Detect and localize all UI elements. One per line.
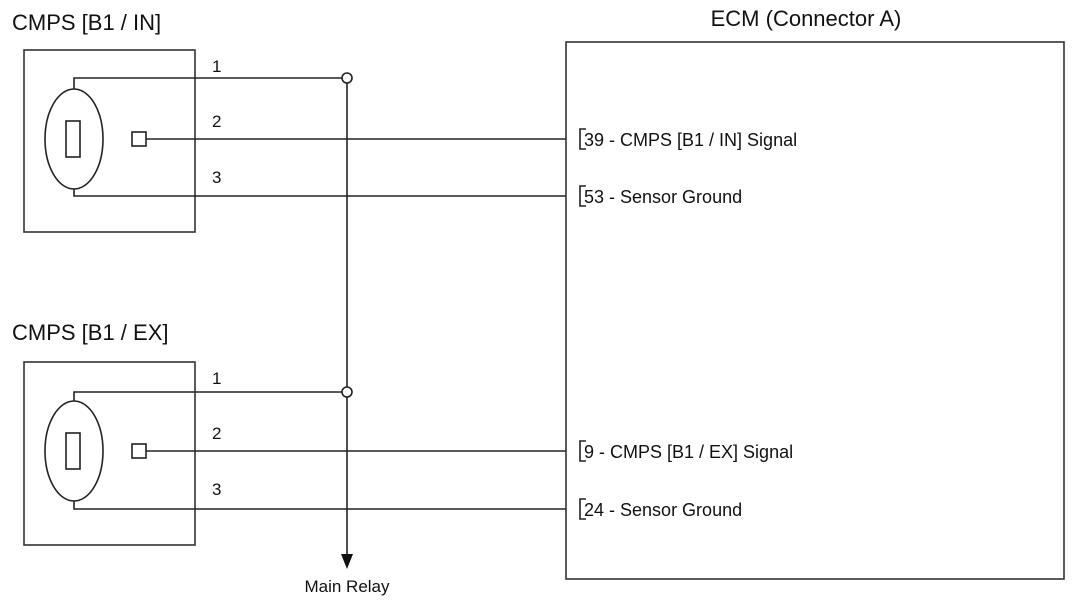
ecm-terminal-24-label: 24 - Sensor Ground xyxy=(584,500,742,520)
ecm-terminal-9-label: 9 - CMPS [B1 / EX] Signal xyxy=(584,442,793,462)
sensor-1-pin-2: 2 xyxy=(212,112,221,131)
ecm-terminal-9-bracket xyxy=(579,440,586,462)
main-relay-label: Main Relay xyxy=(304,577,390,596)
sensor-1-pin-1: 1 xyxy=(212,57,221,76)
sensor-cmps-b1-in: CMPS [B1 / IN] 1 2 3 xyxy=(12,10,580,233)
sensor-2-title: CMPS [B1 / EX] xyxy=(12,320,169,345)
sensor-2-core xyxy=(65,432,81,470)
main-relay-feed: Main Relay xyxy=(304,83,390,596)
sensor-1-pin-1-wire xyxy=(73,77,346,89)
sensor-1-title: CMPS [B1 / IN] xyxy=(12,10,161,35)
sensor-2-pin-3: 3 xyxy=(212,480,221,499)
ecm-terminal-53-bracket xyxy=(579,185,586,207)
sensor-1-splice-node xyxy=(341,72,353,84)
sensor-2-pin-1-wire xyxy=(73,391,346,401)
sensor-2-pin2-terminal xyxy=(131,443,147,459)
main-relay-arrow xyxy=(341,554,353,569)
sensor-2-pin-2: 2 xyxy=(212,424,221,443)
ecm-title: ECM (Connector A) xyxy=(711,6,902,31)
ecm-terminal-39-label: 39 - CMPS [B1 / IN] Signal xyxy=(584,130,797,150)
sensor-1-pin-3: 3 xyxy=(212,168,221,187)
sensor-cmps-b1-ex: CMPS [B1 / EX] 1 2 3 xyxy=(12,320,580,546)
ecm-box xyxy=(565,41,1065,580)
ecm-terminal-39-bracket xyxy=(579,128,586,150)
sensor-1-pin2-terminal xyxy=(131,131,147,147)
sensor-2-splice-node xyxy=(341,386,353,398)
sensor-1-pin-3-wire xyxy=(73,189,580,197)
sensor-2-pin-3-wire xyxy=(73,501,580,510)
ecm-terminal-24-bracket xyxy=(579,498,586,520)
sensor-1-core xyxy=(65,120,81,158)
ecm-terminal-53-label: 53 - Sensor Ground xyxy=(584,187,742,207)
ecm-connector-a: ECM (Connector A) 39 - CMPS [B1 / IN] Si… xyxy=(565,6,1065,580)
sensor-2-pin-1: 1 xyxy=(212,369,221,388)
